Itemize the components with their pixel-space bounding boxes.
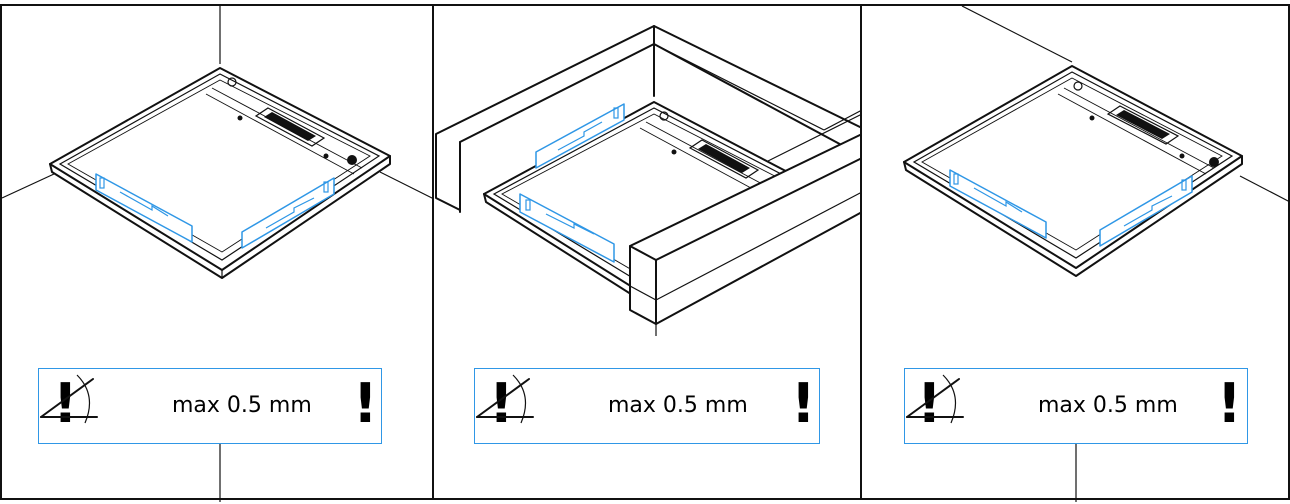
panel-step-1: ! max 0.5 mm ! <box>0 4 435 502</box>
exclamation-icon: ! <box>1217 372 1242 435</box>
angle-icon <box>906 374 964 424</box>
spirit-level-icon <box>1099 175 1193 247</box>
tolerance-label: max 0.5 mm <box>1038 393 1178 418</box>
spirit-level-icon <box>241 177 335 249</box>
drain-channel-icon <box>1057 81 1219 175</box>
panel-step-3: ! max 0.5 mm ! <box>860 4 1290 502</box>
tolerance-note: ! max 0.5 mm ! <box>904 368 1248 444</box>
exclamation-icon: ! <box>53 372 78 435</box>
spirit-level-icon <box>949 169 1047 239</box>
exclamation-icon: ! <box>353 372 378 435</box>
wall-pillar <box>629 133 863 325</box>
tolerance-note: ! max 0.5 mm ! <box>38 368 382 444</box>
exclamation-icon: ! <box>917 372 942 435</box>
shower-tray-icon <box>903 65 1243 277</box>
shower-tray-icon <box>49 67 391 279</box>
tolerance-label: max 0.5 mm <box>172 393 312 418</box>
drain-channel-icon <box>205 77 363 175</box>
tolerance-note: ! max 0.5 mm ! <box>474 368 820 444</box>
corner-install-illustration <box>2 6 435 502</box>
angle-icon <box>40 374 98 424</box>
exclamation-icon: ! <box>791 372 816 435</box>
spirit-level-icon <box>535 103 625 169</box>
drain-channel-icon <box>639 111 797 209</box>
wall-frame <box>435 25 863 213</box>
panel-step-2: ! max 0.5 mm ! <box>432 4 863 500</box>
spirit-level-icon <box>519 193 615 263</box>
spirit-level-icon <box>95 173 193 243</box>
angle-icon <box>476 374 534 424</box>
exclamation-icon: ! <box>489 372 514 435</box>
shower-tray-icon <box>483 101 823 311</box>
niche-install-illustration <box>435 25 863 336</box>
tolerance-label: max 0.5 mm <box>608 393 748 418</box>
wall-install-illustration <box>903 6 1290 502</box>
